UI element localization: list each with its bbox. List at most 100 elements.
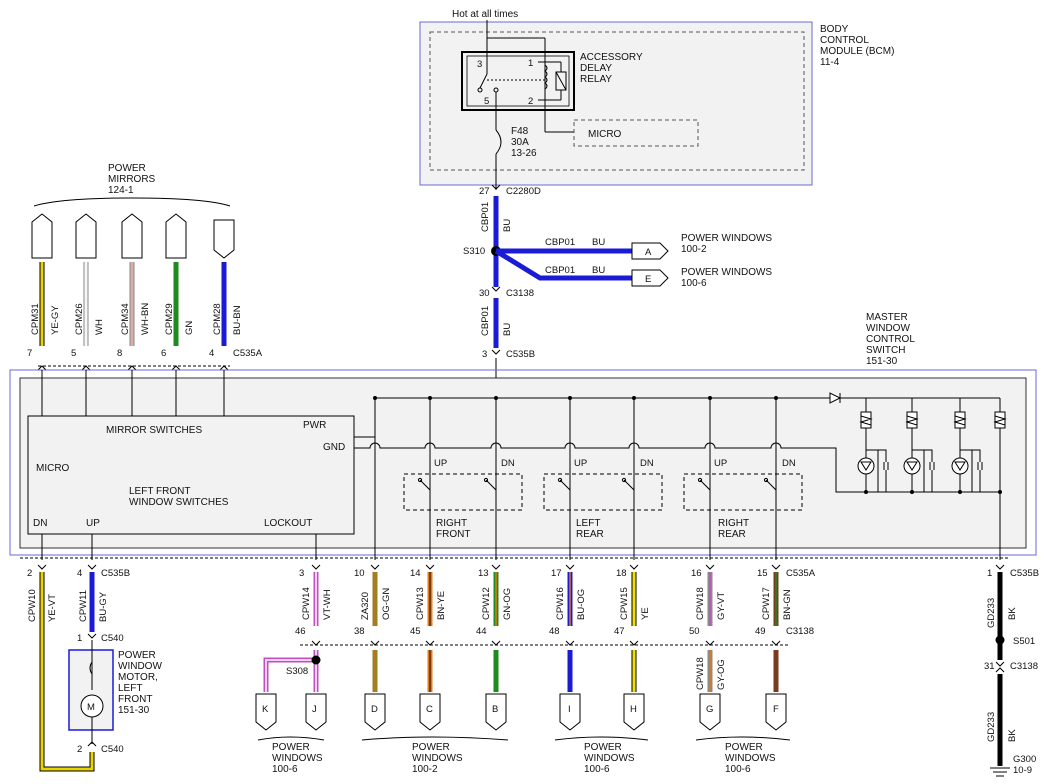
diagram-label-85: CPW10 [27,589,38,622]
diagram-label-23: CBP01 [545,265,575,276]
diagram-label-165: GD233 [986,712,997,742]
fuse-label-1: F48 [511,126,529,137]
diagram-label-113: CPW13 [415,587,426,620]
diagram-label-87: CPW11 [78,590,89,622]
diagram-label-73: FRONT [436,529,470,540]
diagram-label-120: YE [640,607,651,620]
diagram-label-18: S310 [463,246,485,257]
diagram-label-138: J [312,704,317,715]
diagram-label-83: 4 [77,568,82,579]
diagram-label-164: C3138 [1010,661,1038,672]
diagram-label-25: A [645,247,652,258]
diagram-label-99: 151-30 [118,705,150,716]
diagram-label-67: DN [33,518,47,529]
diagram-label-26: E [645,274,651,285]
diagram-label-136: GY-OG [716,659,727,690]
diagram-label-33: CBP01 [480,306,491,336]
diagram-label-84: C535B [101,568,130,579]
diagram-label-142: I [568,704,571,715]
diagram-label-112: OG-GN [381,588,392,620]
bcm-label-1: BODY [820,24,849,35]
diagram-label-147: WINDOWS [272,753,323,764]
diagram-label-37: POWER [108,163,146,174]
diagram-label-17: C2280D [506,186,541,197]
diagram-label-126: 38 [354,626,365,637]
diagram-label-90: C540 [101,633,124,644]
diagram-label-93: C540 [101,744,124,755]
diagram-label-151: 100-2 [412,764,438,775]
splice-s501 [995,635,1005,645]
diagram-label-97: LEFT [118,683,142,694]
diagram-label-96: MOTOR, [118,672,158,683]
switch-right-front: UP DN RIGHT FRONT [403,458,523,560]
diagram-label-79: DN [782,458,796,469]
diagram-label-31: 30 [479,288,490,299]
diagram-label-158: 1 [987,568,992,579]
diagram-label-100: 3 [299,568,304,579]
diagram-label-106: 16 [691,568,702,579]
diagram-label-76: LEFT [576,518,600,529]
diagram-label-5: 3 [477,59,482,70]
diagram-label-117: CPW16 [555,587,566,620]
diagram-label-111: ZA320 [360,592,371,620]
diagram-label-36: C535B [506,349,535,360]
diagram-label-154: 100-6 [584,764,610,775]
diagram-label-139: D [371,704,378,715]
bcm-label-4: 11-4 [820,57,840,68]
diagram-label-61: MIRROR SWITCHES [106,425,202,436]
diagram-label-144: G [706,704,713,715]
diagram-label-127: 45 [410,626,421,637]
diagram-label-105: 18 [616,568,627,579]
bcm-label-2: CONTROL [820,35,869,46]
bcm-module: Hot at all times BODY CONTROL MODULE (BC… [419,9,894,190]
diagram-label-8: 1 [528,58,533,69]
diagram-label-121: CPW18 [695,587,706,620]
diagram-label-72: RIGHT [436,518,467,529]
bcm-label-3: MODULE (BCM) [820,46,894,57]
diagram-label-65: LEFT FRONT [129,486,190,497]
diagram-label-20: BU [502,219,513,232]
relay-label-3: RELAY [580,74,612,85]
diagram-label-49: BU-BN [232,305,243,335]
diagram-label-16: 27 [479,186,490,197]
diagram-label-101: 10 [354,568,365,579]
diagram-label-92: 2 [77,744,82,755]
diagram-label-159: C535B [1010,568,1039,579]
diagram-label-82: 2 [27,568,32,579]
diagram-label-104: 17 [551,568,562,579]
diagram-label-41: YE-GY [50,305,61,335]
diagram-label-157: 100-6 [725,764,751,775]
diagram-label-24: BU [592,265,605,276]
diagram-label-135: CPW18 [695,657,706,690]
diagram-label-153: WINDOWS [584,753,635,764]
diagram-label-35: 3 [482,349,487,360]
diagram-label-88: BU-GY [98,591,109,622]
diagram-label-28: 100-2 [681,244,707,255]
diagram-label-81: REAR [718,529,746,540]
diagram-label-6: 5 [484,96,489,107]
diagram-label-91: M [87,702,95,713]
diagram-label-19: CBP01 [480,202,491,232]
diagram-label-146: POWER [272,742,310,753]
diagram-label-44: CPM34 [120,303,131,335]
relay-label-1: ACCESSORY [580,52,643,63]
diagram-label-69: LOCKOUT [264,518,312,529]
diagram-label-86: YE-VT [47,594,58,622]
fuse-f48 [495,92,502,190]
diagram-label-123: CPW17 [761,587,772,620]
diagram-label-148: 100-6 [272,764,298,775]
diagram-label-110: VT-WH [322,589,333,620]
diagram-label-131: 50 [689,626,700,637]
diagram-label-162: S501 [1013,636,1035,647]
diagram-label-48: CPM28 [212,303,223,335]
diagram-label-166: BK [1007,729,1018,742]
diagram-label-149: POWER [412,742,450,753]
diagram-label-56: MASTER [866,312,908,323]
diagram-label-150: WINDOWS [412,753,463,764]
diagram-label-30: 100-6 [681,278,707,289]
diagram-label-63: GND [323,442,345,453]
diagram-label-102: 14 [410,568,421,579]
relay-label-2: DELAY [580,63,612,74]
diagram-label-94: POWER [118,650,156,661]
